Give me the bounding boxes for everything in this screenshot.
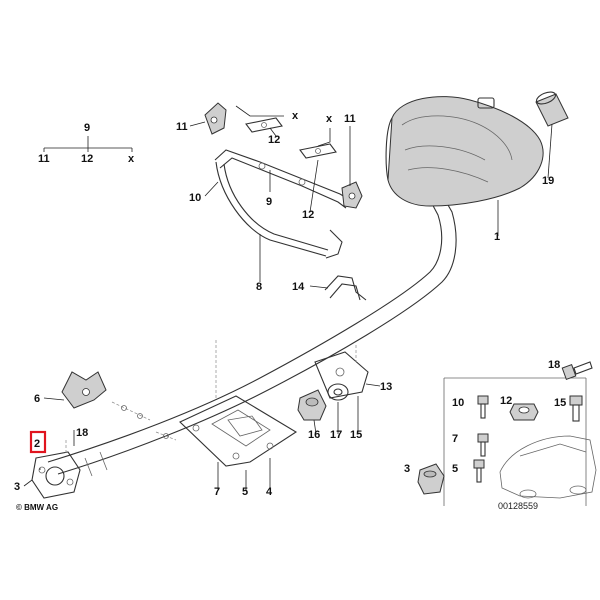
reference-number: 00128559 <box>498 501 538 511</box>
bolt-part-7 <box>477 433 489 457</box>
heat-shield-plate <box>179 395 298 467</box>
callout-16: 16 <box>308 429 320 441</box>
callout-3-inset: 3 <box>404 463 410 475</box>
callout-9-bracket: 9 <box>266 196 272 208</box>
exhaust-pipe <box>47 197 457 477</box>
bolts-along-pipe <box>111 401 177 441</box>
bolt-part-18 <box>561 361 593 380</box>
callout-5-bottom: 5 <box>242 486 248 498</box>
callout-4: 4 <box>266 486 273 498</box>
hanger-bracket-assembly <box>214 149 351 259</box>
callout-11-right: 11 <box>344 113 356 125</box>
callout-11-top: 11 <box>176 121 188 133</box>
callout-18-left: 18 <box>76 427 88 439</box>
callout-15-main: 15 <box>350 429 362 441</box>
callout-19: 19 <box>542 175 554 187</box>
rubber-mount-left <box>204 102 227 135</box>
rubber-mount-right <box>341 181 363 209</box>
bolt-part-10 <box>477 395 489 419</box>
callout-11-left: 11 <box>38 153 50 165</box>
callout-labels: 9 11 12 x 11 x 12 x 11 10 9 12 8 14 1 19… <box>14 110 566 498</box>
nut-part-12 <box>509 403 539 421</box>
hardware-inset <box>417 361 597 506</box>
callout-17: 17 <box>330 429 342 441</box>
callout-9-left: 9 <box>84 122 90 134</box>
hanger-bracket-small <box>61 371 107 409</box>
callout-1: 1 <box>494 231 500 243</box>
callout-x-top: x <box>292 110 299 122</box>
callout-13-main: 13 <box>380 381 392 393</box>
callout-2-highlight <box>29 430 47 454</box>
callout-14: 14 <box>292 281 305 293</box>
rubber-part-3 <box>417 463 445 495</box>
callout-12-bracket: 12 <box>302 209 314 221</box>
callout-12-left: 12 <box>81 153 93 165</box>
callout-12-top: 12 <box>268 134 280 146</box>
callout-12-inset: 12 <box>500 395 512 407</box>
callout-10-inset: 10 <box>452 397 464 409</box>
callout-10-bracket: 10 <box>189 192 201 204</box>
callout-18-inset: 18 <box>548 359 560 371</box>
washer <box>327 383 349 401</box>
callout-15-inset: 15 <box>554 397 566 409</box>
clip-top <box>245 117 283 133</box>
bolt-part-5 <box>473 459 485 483</box>
flange-gasket <box>31 451 81 499</box>
callout-2: 2 <box>34 438 40 450</box>
rear-muffler <box>385 96 544 207</box>
rubber-bushing <box>297 389 327 421</box>
callout-5-inset: 5 <box>452 463 458 475</box>
callout-x-left: x <box>128 153 135 165</box>
tailpipe-tip <box>535 91 569 127</box>
callout-x-right: x <box>326 113 333 125</box>
callout-6: 6 <box>34 393 40 405</box>
leader-lines <box>23 105 553 490</box>
pipe-bracket <box>324 275 367 301</box>
copyright-text: © BMW AG <box>16 503 58 512</box>
dashed-guides <box>65 340 357 455</box>
clip-right <box>299 143 337 159</box>
callout-7-bottom: 7 <box>214 486 220 498</box>
socket-bolt-part-13 <box>569 395 583 422</box>
callout-8: 8 <box>256 281 262 293</box>
callout-7-inset: 7 <box>452 433 458 445</box>
car-silhouette <box>499 435 597 499</box>
callout-3-left: 3 <box>14 481 20 493</box>
